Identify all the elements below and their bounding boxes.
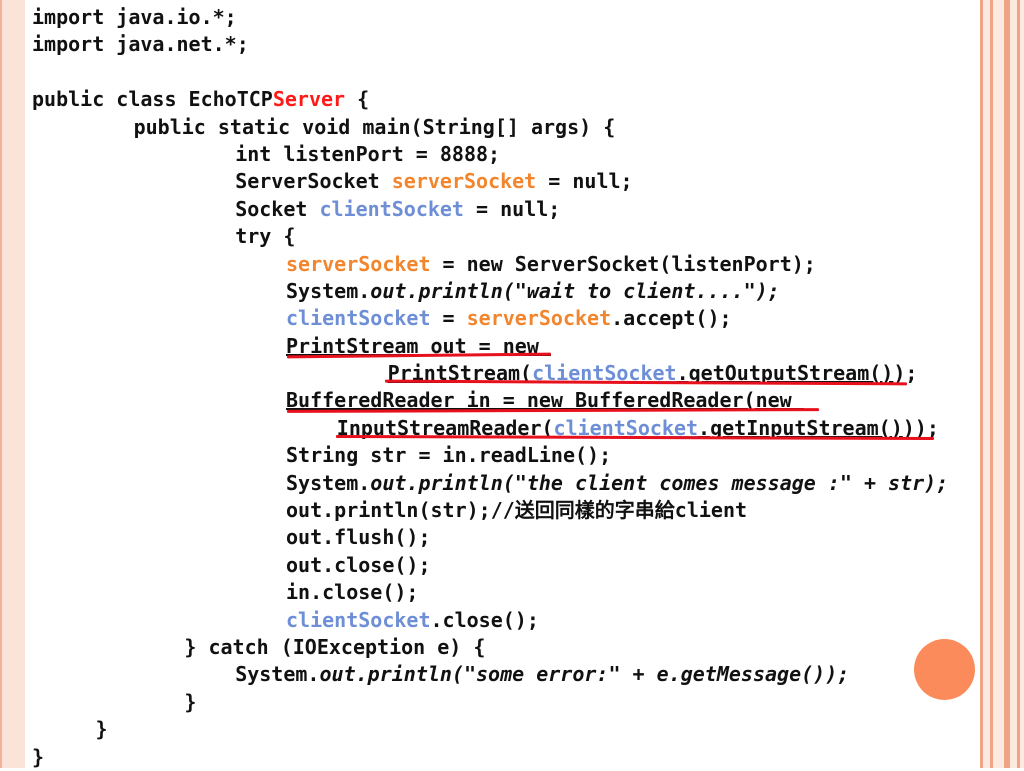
right-border-stripe <box>1004 0 1010 768</box>
code-token: )); <box>902 415 939 440</box>
code-token: = <box>430 306 467 331</box>
code-token: in.close(); <box>286 580 419 605</box>
code-token: ServerSocket <box>235 169 392 194</box>
code-token: serverSocket <box>286 251 431 276</box>
code-token: String str = in.readLine(); <box>286 443 612 468</box>
code-line: out.flush(); <box>32 524 977 551</box>
code-line: } <box>32 744 977 771</box>
code-token: .close(); <box>430 607 539 632</box>
code-token: clientSocket <box>286 306 431 331</box>
code-line: clientSocket = serverSocket.accept(); <box>32 305 977 332</box>
code-line: } <box>32 716 977 743</box>
code-token: Socket <box>235 196 320 221</box>
code-block: import java.io.*; import java.net.*; publi… <box>32 4 977 771</box>
right-border-stripe <box>1017 0 1020 768</box>
code-token: { <box>345 87 370 112</box>
code-token: = null; <box>536 169 633 194</box>
code-token: serverSocket <box>391 169 537 194</box>
code-token: clientSocket <box>319 196 464 221</box>
code-token: try { <box>235 224 296 249</box>
code-token: out.println("the client comes message :"… <box>370 470 949 495</box>
code-line: import java.io.*; <box>32 4 977 31</box>
code-token: System. <box>286 470 371 495</box>
slide-right-border <box>980 0 1024 768</box>
code-line: } catch (IOException e) { <box>32 634 977 661</box>
code-token: ); <box>893 361 918 386</box>
code-line: System.out.println("wait to client....")… <box>32 278 977 305</box>
code-token: out.close(); <box>286 552 431 577</box>
code-line: clientSocket.close(); <box>32 607 977 634</box>
code-line: public class EchoTCPServer { <box>32 86 977 113</box>
code-token: = null; <box>463 196 561 221</box>
code-line: String str = in.readLine(); <box>32 442 977 469</box>
code-line: import java.net.*; <box>32 31 977 58</box>
code-token: } catch (IOException e) { <box>184 634 486 659</box>
code-line: try { <box>32 223 977 250</box>
code-line: out.println(str);//送回同樣的字串給client <box>32 497 977 524</box>
right-border-stripe <box>980 0 983 768</box>
code-token: out.println(str);//送回同樣的字串給client <box>286 498 748 523</box>
decorative-circle <box>914 639 975 700</box>
code-token: out.println("some error:" + e.getMessage… <box>319 662 850 687</box>
code-token: clientSocket <box>286 607 431 632</box>
code-line: serverSocket = new ServerSocket(listenPo… <box>32 251 977 278</box>
code-token: public class EchoTCP <box>32 87 273 112</box>
code-line: Socket clientSocket = null; <box>32 196 977 223</box>
code-token: .accept(); <box>611 306 732 331</box>
code-token: System. <box>286 278 371 303</box>
code-token: serverSocket <box>466 306 612 331</box>
code-line: System.out.println("some error:" + e.get… <box>32 661 977 688</box>
code-token: } <box>184 689 197 714</box>
code-token: } <box>95 717 108 742</box>
code-token: import java.io.*; <box>32 5 237 29</box>
code-line <box>32 59 977 86</box>
code-line: int listenPort = 8888; <box>32 141 977 168</box>
code-line: out.close(); <box>32 552 977 579</box>
right-border-stripe <box>990 0 993 768</box>
code-line: ServerSocket serverSocket = null; <box>32 168 977 195</box>
code-token: public static void main(String[] args) { <box>133 114 616 139</box>
code-token: = new ServerSocket(listenPort); <box>430 251 816 276</box>
code-line: System.out.println("the client comes mes… <box>32 470 977 497</box>
code-token: int listenPort = 8888; <box>235 141 501 166</box>
code-token: } <box>32 744 45 769</box>
slide-left-border <box>0 0 25 768</box>
code-line: in.close(); <box>32 579 977 606</box>
code-token: import java.net.*; <box>32 32 249 57</box>
code-token: out.println("wait to client...."); <box>370 278 780 303</box>
code-token: out.flush(); <box>286 525 431 550</box>
code-line: } <box>32 689 977 716</box>
code-token: System. <box>235 662 320 687</box>
code-token: Server <box>272 87 346 112</box>
code-line: public static void main(String[] args) { <box>32 114 977 141</box>
